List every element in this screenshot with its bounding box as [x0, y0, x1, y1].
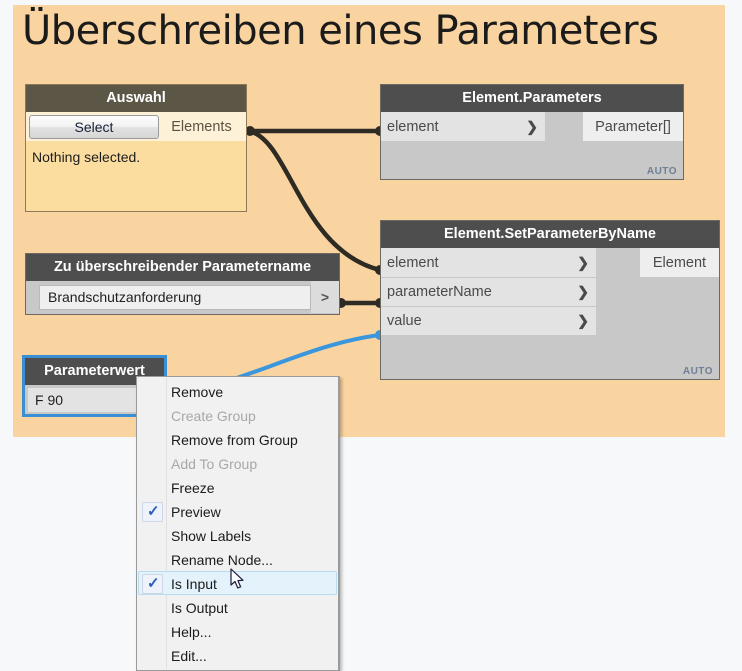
- menu-item-remove-from-group[interactable]: Remove from Group: [138, 427, 337, 451]
- node-setparameterbyname-auto-badge: AUTO: [682, 366, 713, 377]
- check-icon: [142, 572, 163, 596]
- menu-item-help[interactable]: Help...: [138, 619, 337, 643]
- menu-item-rename-node[interactable]: Rename Node...: [138, 547, 337, 571]
- menu-item-freeze[interactable]: Freeze: [138, 475, 337, 499]
- menu-item-is-output[interactable]: Is Output: [138, 595, 337, 619]
- menu-item-edit[interactable]: Edit...: [138, 643, 337, 667]
- menu-item-label: Rename Node...: [171, 552, 273, 568]
- node-setparameterbyname-row-value: value ❯: [381, 306, 719, 335]
- chevron-right-icon: ❯: [526, 118, 538, 134]
- chevron-right-icon: ❯: [577, 254, 589, 270]
- node-setparameterbyname-row-element: element ❯ Element: [381, 248, 719, 277]
- menu-item-create-group: Create Group: [138, 403, 337, 427]
- node-element-parameters-port-row: element ❯ Parameter[]: [381, 112, 683, 141]
- node-auswahl-status-text: Nothing selected.: [32, 149, 141, 165]
- menu-item-label: Show Labels: [171, 528, 252, 544]
- menu-item-label: Add To Group: [171, 456, 258, 472]
- node-parametername-gutter: [26, 281, 39, 313]
- node-element-setparameterbyname[interactable]: Element.SetParameterByName element ❯ Ele…: [380, 220, 720, 380]
- chevron-right-icon: ❯: [577, 312, 589, 329]
- node-setparameterbyname-spacer-1: [596, 248, 640, 277]
- port-parameter-array-output[interactable]: Parameter[]: [583, 112, 683, 141]
- menu-item-is-input[interactable]: Is Input: [138, 571, 337, 596]
- port-setparam-element-output[interactable]: Element: [640, 248, 719, 277]
- node-parametername-row: Brandschutzanforderung >: [26, 281, 339, 313]
- node-element-parameters-title: Element.Parameters: [381, 85, 683, 112]
- port-setparam-value-label: value: [387, 313, 422, 329]
- node-auswahl-title: Auswahl: [26, 85, 246, 112]
- menu-item-label: Is Input: [171, 576, 217, 592]
- port-element-input[interactable]: element ❯: [381, 112, 545, 141]
- port-element-input-label: element: [387, 118, 439, 135]
- port-setparam-parametername-input[interactable]: parameterName ❯: [381, 277, 596, 306]
- parametername-text-input[interactable]: Brandschutzanforderung: [39, 284, 311, 310]
- node-setparameterbyname-row-parametername: parameterName ❯: [381, 277, 719, 306]
- node-auswahl[interactable]: Auswahl Select Elements Nothing selected…: [25, 84, 247, 212]
- menu-item-label: Is Output: [171, 600, 228, 616]
- port-elements-output[interactable]: Elements: [171, 118, 232, 135]
- menu-item-label: Freeze: [171, 480, 215, 496]
- node-parametername-string[interactable]: Zu überschreibender Parametername Brands…: [25, 253, 340, 315]
- menu-item-label: Edit...: [171, 648, 207, 664]
- port-setparam-parametername-label: parameterName: [387, 284, 492, 300]
- menu-item-label: Help...: [171, 624, 212, 640]
- menu-item-show-labels[interactable]: Show Labels: [138, 523, 337, 547]
- node-auswahl-port-row: Select Elements: [26, 112, 246, 141]
- parametername-output-chevron-icon[interactable]: >: [311, 281, 339, 313]
- menu-item-label: Preview: [171, 504, 221, 520]
- menu-item-add-to-group: Add To Group: [138, 451, 337, 475]
- node-parametername-title: Zu überschreibender Parametername: [26, 254, 339, 281]
- port-setparam-value-input[interactable]: value ❯: [381, 306, 596, 335]
- menu-item-preview[interactable]: Preview: [138, 499, 337, 524]
- menu-item-label: Create Group: [171, 408, 256, 424]
- node-element-parameters[interactable]: Element.Parameters element ❯ Parameter[]…: [380, 84, 684, 180]
- menu-item-remove[interactable]: Remove: [138, 379, 337, 403]
- node-element-parameters-auto-badge: AUTO: [646, 166, 677, 177]
- node-setparameterbyname-title: Element.SetParameterByName: [381, 221, 719, 248]
- menu-item-label: Remove from Group: [171, 432, 298, 448]
- node-element-parameters-spacer: [545, 112, 583, 141]
- port-setparam-element-label: element: [387, 254, 439, 271]
- group-title: Überschreiben eines Parameters: [22, 8, 659, 54]
- select-button[interactable]: Select: [29, 114, 159, 139]
- check-icon: [142, 500, 163, 524]
- chevron-right-icon: ❯: [577, 283, 589, 300]
- port-setparam-element-input[interactable]: element ❯: [381, 248, 596, 277]
- menu-item-label: Remove: [171, 384, 224, 400]
